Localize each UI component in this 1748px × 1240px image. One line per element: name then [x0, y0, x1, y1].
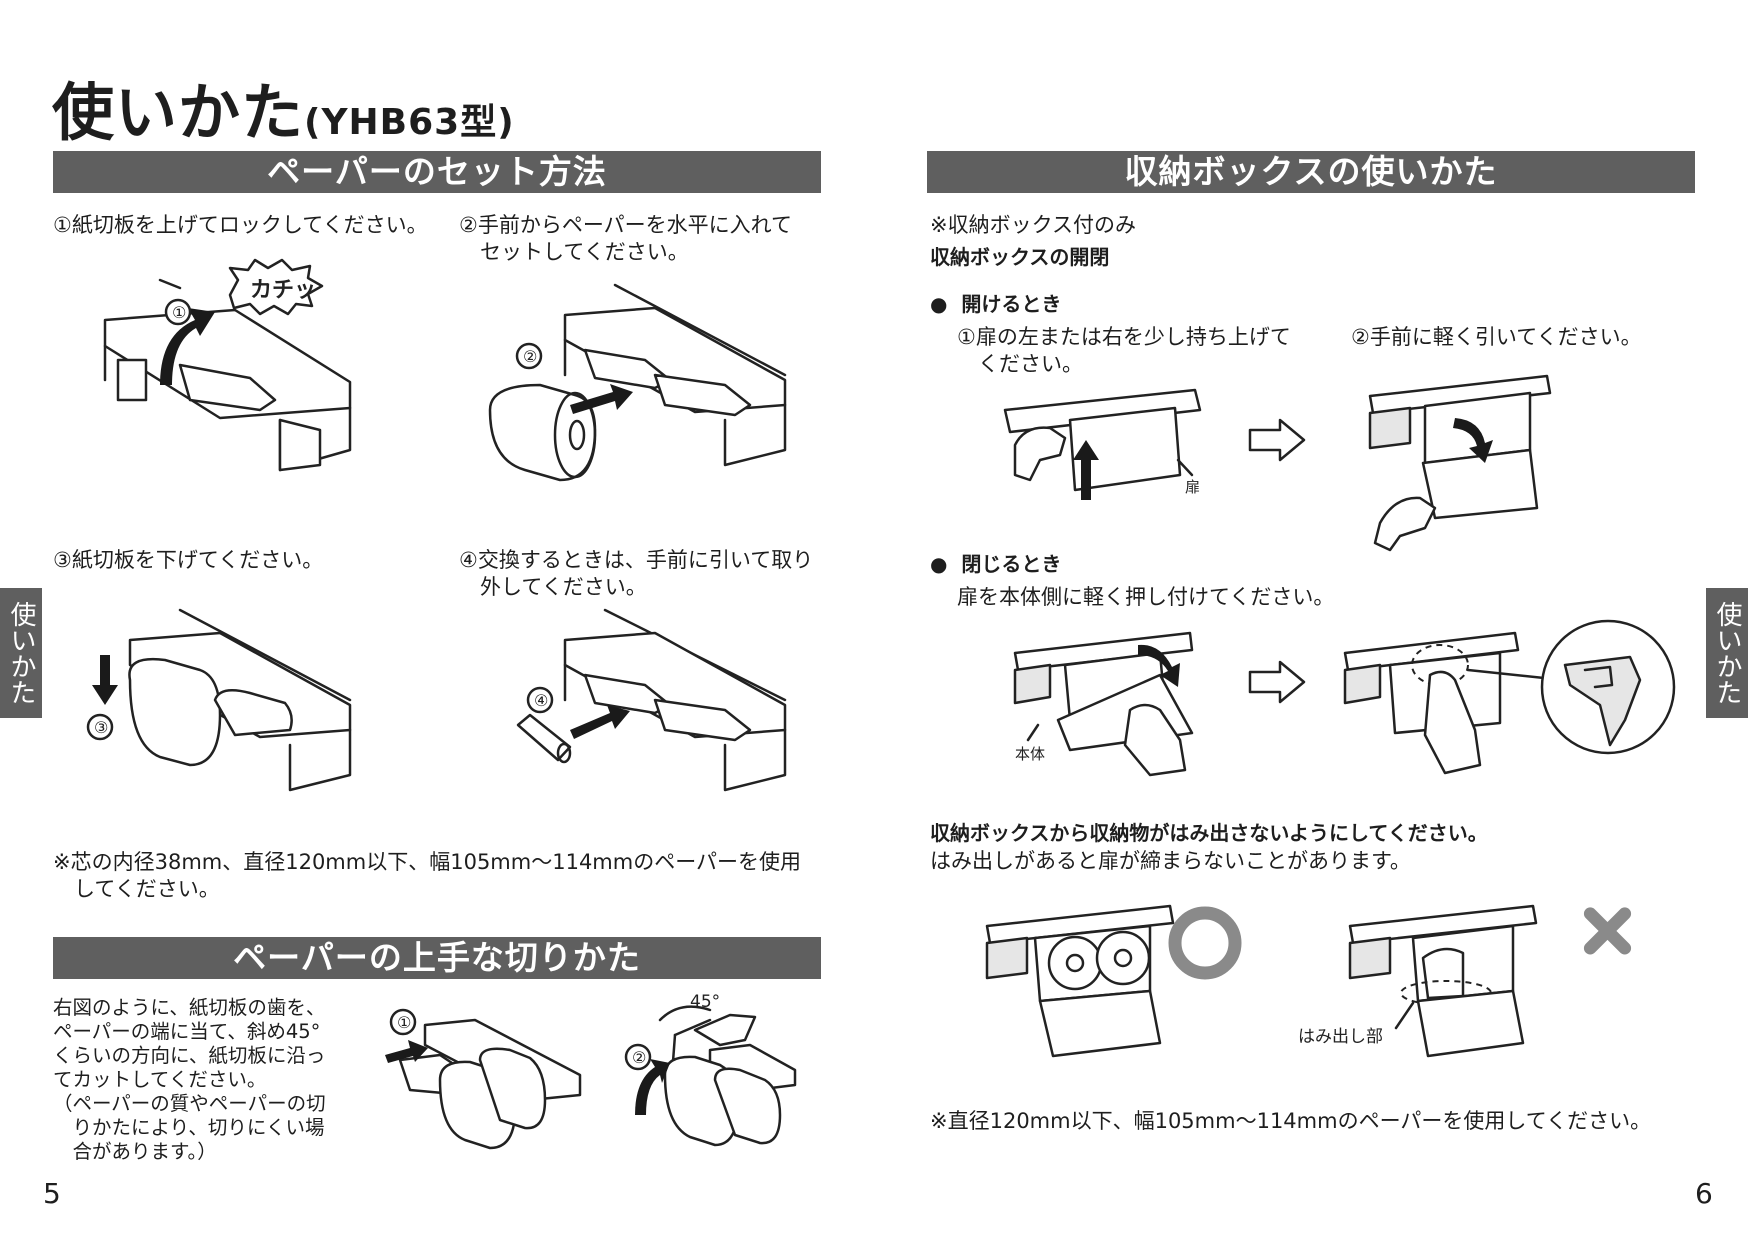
angle-label: 45°	[690, 992, 720, 1012]
section-heading-paper-cut: ペーパーの上手な切りかた	[53, 937, 821, 979]
figure-open-step2	[1365, 368, 1555, 553]
holder-side	[1370, 408, 1410, 448]
cutter-edge-line	[160, 280, 180, 288]
holder-side	[1345, 665, 1380, 703]
ng-cross-icon	[1590, 914, 1625, 949]
storage-door-open	[1423, 450, 1537, 518]
step4-text: ④交換するときは、手前に引いて取り 外してください。	[459, 547, 813, 601]
close-label: ● 閉じるとき	[930, 551, 1061, 578]
paper-core	[518, 715, 570, 760]
ok-circle-icon	[1175, 913, 1235, 973]
hand-shape	[695, 1015, 755, 1045]
side-tab-left: 使いかた	[0, 588, 42, 718]
stored-roll-right	[1097, 932, 1149, 984]
body-pointer-line	[1028, 725, 1038, 740]
body-label: 本体	[1015, 745, 1045, 763]
arrow-next-close	[1248, 660, 1308, 704]
holder-side	[1015, 665, 1050, 703]
title-text: 使いかた	[52, 76, 304, 149]
paper-roll-left	[129, 659, 220, 765]
figure-lift-cutter: ① カチッ	[100, 260, 370, 480]
figure-ng-example: はみ出し部	[1348, 898, 1628, 1068]
step-marker-2: ②	[632, 1048, 646, 1067]
figure-remove-core: ④	[510, 605, 790, 795]
overflow-pointer-line	[1396, 1003, 1413, 1028]
holder-foot	[280, 420, 320, 470]
figure-close-door: 本体	[1010, 625, 1210, 775]
step2-text: ②手前からペーパーを水平に入れて セットしてください。	[459, 212, 792, 266]
warning-text: はみ出しがあると扉が締まらないことがあります。	[930, 848, 1411, 875]
page-number-right: 6	[1695, 1177, 1713, 1210]
step-marker-1: ①	[397, 1013, 411, 1032]
holder-body-lines	[290, 730, 350, 790]
storage-door-open	[1040, 991, 1160, 1056]
door-label: 扉	[1185, 478, 1200, 496]
overflow-label: はみ出し部	[1298, 1027, 1383, 1047]
figure-open-step1: 扉	[1000, 380, 1205, 510]
storage-only-note: ※収納ボックス付のみ	[930, 212, 1136, 239]
paper-size-note-right: ※直径120mm以下、幅105mm～114mmのペーパーを使用してください。	[930, 1108, 1651, 1135]
open-close-subheading: 収納ボックスの開閉	[930, 244, 1109, 271]
figure-cut-step2: 45° ②	[620, 995, 800, 1155]
figure-door-closed-detail	[1340, 625, 1675, 780]
step1-text: ①紙切板を上げてロックしてください。	[53, 212, 428, 239]
step-marker-3: ③	[94, 718, 108, 737]
figure-insert-paper: ②	[485, 280, 785, 510]
section-heading-storage-box: 収納ボックスの使いかた	[927, 151, 1695, 193]
warning-bold: 収納ボックスから収納物がはみ出さないようにしてください。	[930, 820, 1488, 847]
stored-roll-left	[1049, 937, 1101, 989]
remove-arrow-icon	[570, 705, 630, 739]
holder-bracket	[118, 360, 146, 400]
step-marker-1: ①	[172, 303, 186, 322]
section-heading-paper-set: ペーパーのセット方法	[53, 151, 821, 193]
paper-roll	[490, 385, 595, 480]
lower-arrow-icon	[92, 655, 118, 705]
open-label: ● 開けるとき	[930, 291, 1061, 318]
arrow-next-open	[1248, 418, 1308, 462]
open-step1-text: ①扉の左または右を少し持ち上げて ください。	[957, 324, 1291, 378]
storage-door-ajar	[1418, 991, 1523, 1056]
step-marker-4: ④	[534, 691, 548, 710]
click-sound-label: カチッ	[250, 278, 316, 303]
figure-ok-example	[985, 898, 1245, 1068]
open-step2-text: ②手前に軽く引いてください。	[1351, 324, 1642, 351]
page-number-left: 5	[43, 1177, 61, 1210]
figure-cut-step1: ①	[380, 1000, 580, 1150]
figure-lower-cutter: ③	[85, 605, 365, 795]
title-model: (YHB63型)	[304, 102, 515, 143]
holder-side	[987, 938, 1027, 978]
paper-size-note: ※芯の内径38mm、直径120mm以下、幅105mm～114mmのペーパーを使用…	[53, 849, 801, 903]
hand-shape	[1375, 498, 1435, 550]
step-marker-2: ②	[523, 347, 537, 366]
holder-side	[1350, 938, 1390, 978]
next-arrow-icon	[1250, 662, 1304, 702]
step3-text: ③紙切板を下げてください。	[53, 547, 323, 574]
cutting-instructions: 右図のように、紙切板の歯を、 ペーパーの端に当て、斜め45° くらいの方向に、紙…	[53, 996, 326, 1164]
side-tab-right: 使いかた	[1706, 588, 1748, 718]
stored-roll	[1423, 949, 1463, 998]
page-title: 使いかた(YHB63型)	[52, 62, 515, 152]
close-text: 扉を本体側に軽く押し付けてください。	[957, 584, 1334, 611]
hand-shape	[1015, 428, 1065, 480]
next-arrow-icon	[1250, 420, 1304, 460]
